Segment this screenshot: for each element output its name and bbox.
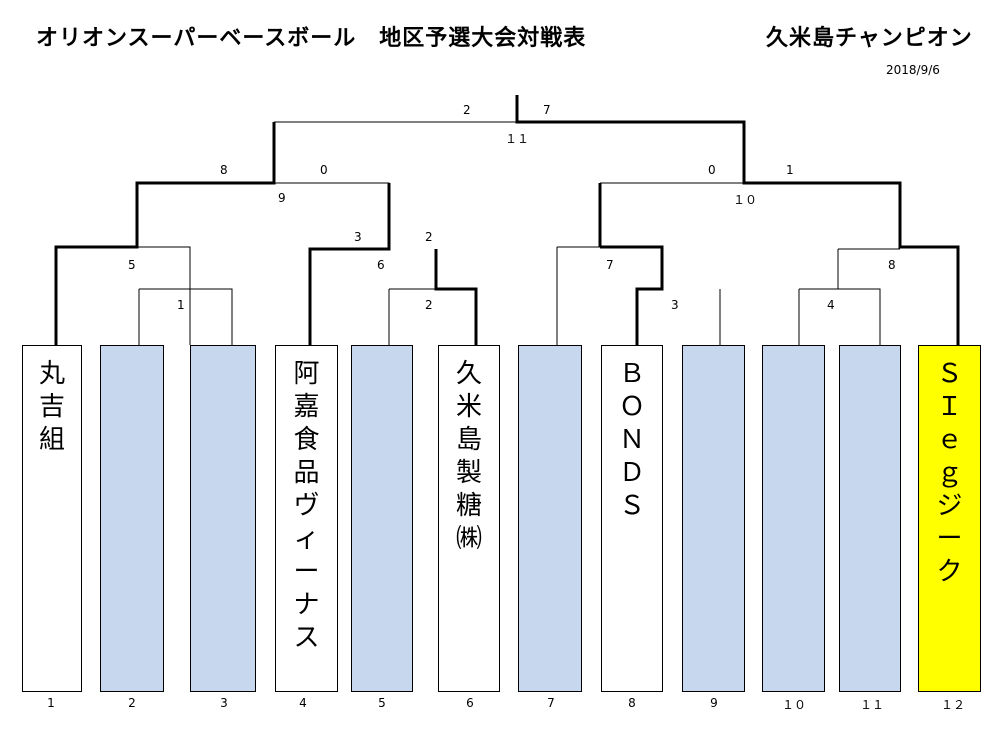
team-slot-4[interactable]: 阿嘉食品ヴィーナス xyxy=(275,345,338,692)
team-name-char: 食 xyxy=(293,425,320,455)
team-name-char: ㈱ xyxy=(455,524,482,554)
team-name-char: 島 xyxy=(455,425,482,455)
game-number-final: １１ xyxy=(505,132,530,146)
team-name-char: 久 xyxy=(455,359,482,389)
team-name-char: 品 xyxy=(293,458,320,488)
game-number-1: 1 xyxy=(177,298,185,312)
game-number-2: 2 xyxy=(425,298,433,312)
team-name-char: ヴ xyxy=(293,491,320,521)
team-name-char: 阿 xyxy=(293,359,320,389)
slot-number: １１ xyxy=(859,698,884,712)
team-name-char: Ｓ xyxy=(936,359,963,389)
slot-number: 3 xyxy=(220,696,228,710)
score-semi-left-b: 0 xyxy=(320,163,328,177)
team-name-char: Ｓ xyxy=(618,491,645,521)
game-number-semi-right: １０ xyxy=(733,193,758,207)
team-slot-2[interactable] xyxy=(100,345,164,692)
team-name-char: 糖 xyxy=(455,491,482,521)
score-final-right: 7 xyxy=(543,103,551,117)
slot-number: 2 xyxy=(128,696,136,710)
slot-number: 9 xyxy=(710,696,718,710)
score-semi-right-b: 1 xyxy=(786,163,794,177)
team-name-char: ー xyxy=(936,524,963,554)
slot-number: 7 xyxy=(547,696,555,710)
team-name-6: 久米島製糖㈱ xyxy=(439,358,499,556)
slot-number: 1 xyxy=(47,696,55,710)
score-g6-b: 2 xyxy=(425,230,433,244)
game-number-5: 5 xyxy=(128,258,136,272)
team-slot-6[interactable]: 久米島製糖㈱ xyxy=(438,345,500,692)
game-number-3: 3 xyxy=(671,298,679,312)
team-slot-10[interactable] xyxy=(762,345,825,692)
team-slot-7[interactable] xyxy=(518,345,582,692)
slot-number: １０ xyxy=(781,698,806,712)
team-slot-9[interactable] xyxy=(682,345,745,692)
slot-number: 8 xyxy=(628,696,636,710)
team-slot-3[interactable] xyxy=(190,345,256,692)
team-name-4: 阿嘉食品ヴィーナス xyxy=(276,358,337,655)
team-name-char: 丸 xyxy=(38,359,65,389)
team-name-char: ｇ xyxy=(936,458,963,488)
team-name-char: Ｏ xyxy=(618,392,645,422)
slot-number: １２ xyxy=(940,698,965,712)
score-g6-a: 3 xyxy=(354,230,362,244)
slot-number: 4 xyxy=(299,696,307,710)
team-name-char: ィ xyxy=(293,524,320,554)
team-name-char: 製 xyxy=(455,458,482,488)
team-name-char: ジ xyxy=(936,491,963,521)
team-name-char: Ｂ xyxy=(618,359,645,389)
team-name-char: 吉 xyxy=(38,392,65,422)
game-number-semi-left: 9 xyxy=(278,191,286,205)
team-name-char: Ｄ xyxy=(618,458,645,488)
score-semi-left-a: 8 xyxy=(220,163,228,177)
bracket-lines-winner xyxy=(54,95,960,345)
team-name-char: 組 xyxy=(38,425,65,455)
team-name-char: ｅ xyxy=(936,425,963,455)
score-final-left: 2 xyxy=(463,103,471,117)
game-number-7: 7 xyxy=(606,258,614,272)
game-number-6: 6 xyxy=(377,258,385,272)
team-name-1: 丸吉組 xyxy=(23,358,81,457)
team-name-char: 米 xyxy=(455,392,482,422)
team-slot-5[interactable] xyxy=(351,345,413,692)
team-name-char: ク xyxy=(936,557,963,587)
page-title: オリオンスーパーベースボール 地区予選大会対戦表 xyxy=(36,26,587,51)
date-label: 2018/9/6 xyxy=(886,63,940,77)
champion-label: 久米島チャンピオン xyxy=(766,26,973,51)
team-name-char: ス xyxy=(293,623,320,653)
team-name-char: Ｎ xyxy=(618,425,645,455)
score-semi-right-a: 0 xyxy=(708,163,716,177)
game-number-4: 4 xyxy=(827,298,835,312)
slot-number: 5 xyxy=(378,696,386,710)
team-name-char: ー xyxy=(293,557,320,587)
team-slot-11[interactable] xyxy=(839,345,901,692)
game-number-8: 8 xyxy=(888,258,896,272)
slot-number: 6 xyxy=(466,696,474,710)
team-slot-1[interactable]: 丸吉組 xyxy=(22,345,82,692)
team-name-char: ナ xyxy=(293,590,320,620)
team-name-char: Ｉ xyxy=(936,392,963,422)
team-name-char: 嘉 xyxy=(293,392,320,422)
